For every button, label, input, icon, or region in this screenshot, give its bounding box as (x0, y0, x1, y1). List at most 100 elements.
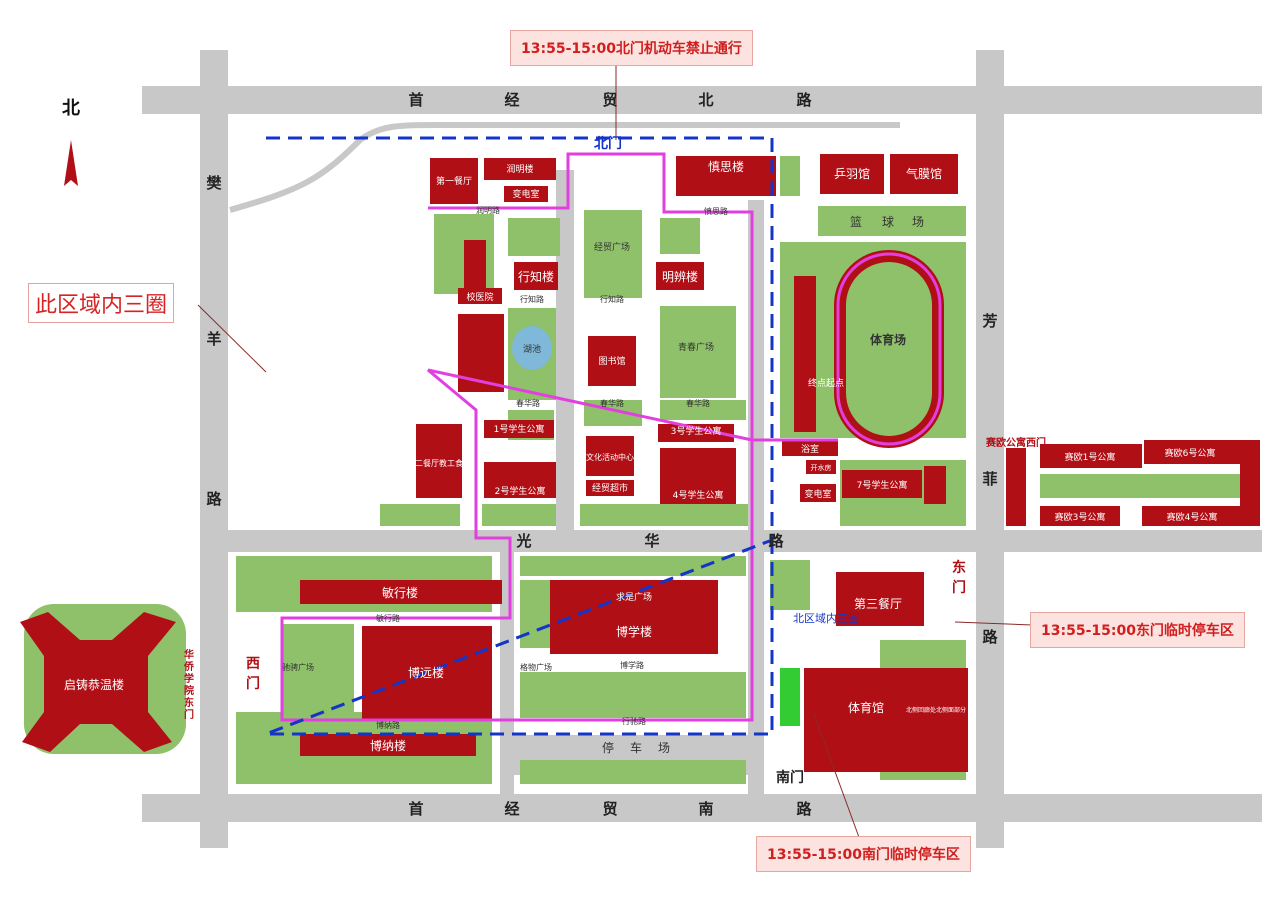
path-runming: 润明路 (476, 205, 500, 215)
road-south-char: 首 (408, 800, 423, 818)
road-west-char: 羊 (206, 330, 221, 348)
gate-huaqiao-char: 侨 (183, 660, 195, 673)
path-boxue: 博学路 (620, 660, 644, 670)
label-huchi: 湖池 (523, 343, 541, 355)
gate-huaqiao-char: 华 (184, 648, 194, 661)
label-lanqiu-char: 场 (912, 215, 924, 229)
building-boyuan (362, 626, 492, 720)
building-dorm2 (484, 462, 556, 498)
label-tiyuguan-note: 北侧回廊处北侧面部分 (906, 706, 966, 714)
path-chunhua2: 春华路 (600, 398, 624, 408)
label-tiyuchang: 体育场 (870, 332, 906, 347)
building-dorm7-wing (924, 466, 946, 504)
building-yushi (782, 440, 838, 456)
label-jingmao-square: 经贸广场 (594, 241, 630, 253)
road-east (976, 50, 1004, 848)
building-xiaoyiyuan (458, 288, 502, 304)
building-dorm3 (658, 424, 734, 442)
road-south-char: 经 (504, 800, 519, 818)
green (520, 760, 746, 784)
path-xingchi: 行驰路 (622, 716, 646, 726)
building-diyi-canting (430, 158, 478, 204)
path-xingzhi2: 行知路 (600, 294, 624, 304)
gate-huaqiao-char: 院 (184, 684, 194, 697)
label-qiushi-square: 求是广场 (616, 591, 652, 603)
green (660, 306, 736, 398)
path-xingzhi: 行知路 (520, 294, 544, 304)
label-diyi-canting: 第一餐厅 (436, 175, 472, 187)
label-tushuguan: 图书馆 (598, 355, 625, 367)
label-pingyu: 乒羽馆 (834, 166, 870, 181)
label-saiou1: 赛欧1号公寓 (1065, 451, 1116, 463)
green (520, 580, 552, 648)
gate-labels: 北门 西 门 东 门 南门 赛欧公寓西门 华 侨 学 院 东 门 (183, 135, 1046, 786)
race-route (280, 152, 838, 722)
road-north-char: 首 (408, 91, 423, 109)
road-labels: 首 经 贸 北 路 首 经 贸 南 路 樊 羊 路 芳 菲 路 光 华 路 (206, 91, 998, 818)
label-dorm2: 2号学生公寓 (495, 485, 546, 497)
green (584, 210, 642, 298)
label-chaoshi: 经贸超市 (592, 482, 628, 494)
green (818, 206, 966, 236)
building-runming (484, 158, 556, 180)
label-qingchun-square: 青春广场 (678, 341, 714, 353)
label-lanqiu-char: 球 (882, 215, 894, 229)
label-parking-char: 车 (630, 740, 642, 755)
callout-east-gate: 13:55-15:00东门临时停车区 (1030, 612, 1245, 648)
label-yushi: 浴室 (801, 443, 819, 455)
label-dorm4: 4号学生公寓 (673, 489, 724, 501)
building-qimo (890, 154, 958, 194)
building-wenhua (586, 436, 634, 476)
road-guanghua-char: 华 (644, 532, 659, 550)
road-east-char: 路 (982, 628, 998, 646)
road-north-char: 贸 (602, 91, 617, 109)
label-boxue: 博学楼 (616, 624, 652, 639)
path-labels: 润明路 行知路 行知路 春华路 春华路 春华路 博学路 博纳路 敏行路 行驰路 … (376, 205, 728, 730)
label-qimo: 气膜馆 (906, 166, 942, 181)
building-pingyu (820, 154, 884, 194)
building-qizhu-wing-s (22, 712, 172, 752)
building-saiou1 (1040, 444, 1142, 468)
road-south-inner (500, 552, 514, 794)
gate-huaqiao-char: 门 (184, 708, 194, 721)
building-dorm4 (660, 448, 736, 504)
road-north-char: 路 (796, 91, 812, 109)
green (520, 672, 746, 718)
path-bona: 博纳路 (376, 720, 400, 730)
building-kantai (794, 276, 816, 432)
label-runming: 润明楼 (506, 163, 533, 175)
path-chunhua1: 春华路 (516, 398, 540, 408)
pond (512, 326, 552, 370)
callout-north-gate: 13:55-15:00北门机动车禁止通行 (510, 30, 753, 66)
building-saiou6 (1144, 440, 1240, 464)
gate-west-char: 西 (246, 656, 260, 672)
building-qizhu-wing (20, 612, 176, 656)
gate-east-char: 门 (952, 579, 966, 596)
label-xiaoyiyuan: 校医院 (466, 291, 493, 303)
building-qizhu (44, 656, 148, 712)
green (770, 560, 810, 610)
green (482, 504, 556, 526)
green (520, 556, 746, 576)
buildings (20, 154, 1260, 772)
building-biandianshi2 (800, 484, 836, 502)
label-qizhu: 启铸恭温楼 (64, 677, 124, 692)
road-south-char: 路 (796, 800, 812, 818)
area-label: 此区域内三圈 (28, 283, 175, 323)
label-minxing: 敏行楼 (382, 585, 418, 600)
building-bona (300, 734, 476, 756)
gate-west-char: 门 (246, 675, 260, 692)
label-lanqiu-char: 篮 (850, 214, 862, 229)
label-saiou4: 赛欧4号公寓 (1167, 511, 1218, 523)
road-south-char: 南 (698, 800, 713, 818)
building-saiou2 (1006, 448, 1026, 526)
label-dier-canting: 第二餐厅教工食堂 (407, 458, 471, 468)
label-dorm7: 7号学生公寓 (857, 479, 908, 491)
road-guanghua-char: 路 (768, 532, 784, 550)
gate-east-char: 东 (952, 559, 966, 576)
track-field (846, 262, 932, 436)
road-south (142, 794, 1262, 822)
label-gewu-square: 格物广场 (520, 662, 552, 672)
building-dier-canting (416, 424, 462, 498)
callout-south-gate: 13:55-15:00南门临时停车区 (756, 836, 971, 872)
